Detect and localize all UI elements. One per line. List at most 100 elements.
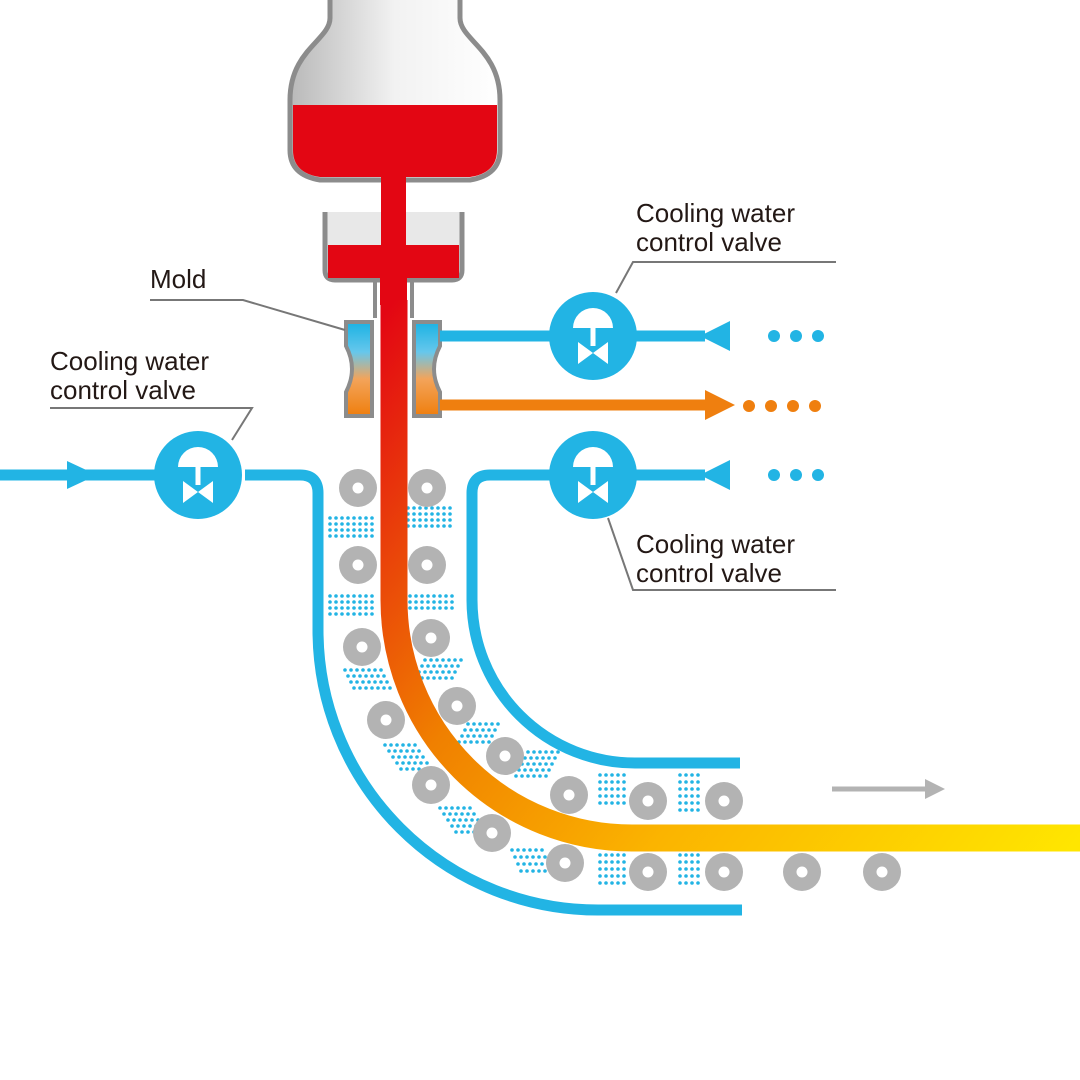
spray-dot <box>358 594 362 598</box>
spray-dot <box>535 756 539 760</box>
spray-dot <box>514 774 518 778</box>
mold-label: Mold <box>150 264 206 294</box>
spray-dot <box>525 869 529 873</box>
valve-top-right-label-line1: Cooling water <box>636 198 795 228</box>
spray-dot <box>418 506 422 510</box>
spray-dot <box>387 749 391 753</box>
exit-direction-arrow-icon <box>832 779 945 799</box>
spray-dot <box>604 773 608 777</box>
spray-dot <box>616 853 620 857</box>
spray-dot <box>472 734 476 738</box>
spray-dot <box>346 674 350 678</box>
spray-dot <box>522 848 526 852</box>
spray-dot <box>696 860 700 864</box>
spray-dot <box>373 680 377 684</box>
roll-icon <box>546 844 584 882</box>
spray-dot <box>340 522 344 526</box>
spray-dot <box>553 756 557 760</box>
spray-dot <box>420 606 424 610</box>
spray-dot <box>523 768 527 772</box>
spray-dot <box>598 853 602 857</box>
spray-dot <box>610 853 614 857</box>
spray-dot <box>397 755 401 759</box>
spray-dot <box>468 806 472 810</box>
spray-dot <box>420 664 424 668</box>
spray-dot <box>361 680 365 684</box>
spray-dot <box>604 801 608 805</box>
spray-dot <box>450 676 454 680</box>
spray-dot <box>469 728 473 732</box>
spray-dot <box>424 524 428 528</box>
spray-dot <box>438 594 442 598</box>
spray-dot <box>340 594 344 598</box>
roll-icon <box>339 546 377 584</box>
spray-dot <box>328 600 332 604</box>
spray-dot <box>450 606 454 610</box>
spray-dot <box>529 756 533 760</box>
spray-dot <box>370 534 374 538</box>
spray-dot <box>412 506 416 510</box>
spray-dot <box>453 670 457 674</box>
spray-dot <box>604 874 608 878</box>
spray-dot <box>425 761 429 765</box>
spray-dot <box>370 594 374 598</box>
spray-dot <box>696 874 700 878</box>
bottom-right-inlet-dots <box>768 469 824 481</box>
spray-dot <box>418 518 422 522</box>
spray-dot <box>538 750 542 754</box>
spray-dot <box>407 761 411 765</box>
spray-dot <box>340 516 344 520</box>
spray-dot <box>442 506 446 510</box>
spray-dot <box>430 512 434 516</box>
spray-dot <box>523 756 527 760</box>
spray-dot <box>463 740 467 744</box>
spray-dot <box>556 750 560 754</box>
spray-dot <box>532 762 536 766</box>
spray-dot <box>610 867 614 871</box>
spray-dot <box>346 612 350 616</box>
spray-dot <box>622 773 626 777</box>
spray-dot <box>540 862 544 866</box>
valve-bottom-right[interactable] <box>549 431 637 519</box>
spray-dot <box>334 606 338 610</box>
spray-dot <box>438 606 442 610</box>
spray-dot <box>340 612 344 616</box>
spray-dot <box>395 761 399 765</box>
spray-dot <box>364 612 368 616</box>
roll-icon <box>783 853 821 891</box>
spray-dot <box>478 734 482 738</box>
spray-dot <box>684 881 688 885</box>
spray-dot <box>412 524 416 528</box>
valve-bottom-right-label-line1: Cooling water <box>636 529 795 559</box>
spray-dot <box>346 606 350 610</box>
spray-dot <box>424 512 428 516</box>
spray-dot <box>544 750 548 754</box>
spray-dot <box>408 594 412 598</box>
spray-dot <box>382 674 386 678</box>
spray-dot <box>352 516 356 520</box>
spray-dot <box>349 668 353 672</box>
spray-dot <box>541 768 545 772</box>
spray-dot <box>684 874 688 878</box>
spray-dot <box>481 728 485 732</box>
valve-left[interactable] <box>154 431 242 519</box>
spray-dot <box>598 773 602 777</box>
valve-top-right[interactable] <box>549 292 637 380</box>
spray-dot <box>430 518 434 522</box>
spray-dot <box>358 686 362 690</box>
spray-dot <box>420 600 424 604</box>
spray-dot <box>429 670 433 674</box>
spray-dot <box>604 780 608 784</box>
spray-dot <box>328 516 332 520</box>
spray-dot <box>684 808 688 812</box>
spray-dot <box>438 806 442 810</box>
spray-dot <box>550 750 554 754</box>
spray-dot <box>684 860 688 864</box>
spray-dot <box>367 680 371 684</box>
spray-dot <box>622 874 626 878</box>
spray-dot <box>432 606 436 610</box>
spray-dot <box>444 664 448 668</box>
hot-water-outlet-arrow-icon <box>705 390 735 420</box>
spray-dot <box>684 773 688 777</box>
